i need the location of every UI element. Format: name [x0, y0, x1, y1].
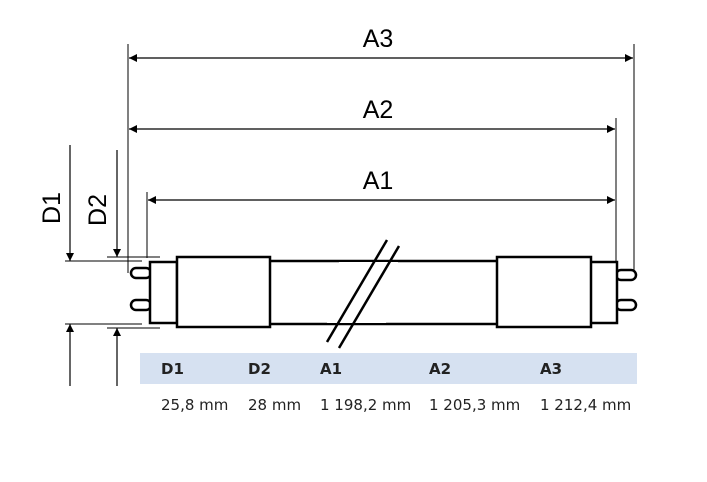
a3-label: A3: [363, 25, 394, 53]
a2-label: A2: [363, 96, 394, 124]
value-d2: 28 mm: [248, 396, 301, 414]
right-pin-bottom: [614, 298, 638, 312]
a1-label: A1: [363, 167, 394, 195]
right-pin-top: [614, 268, 638, 282]
left-end-cap: [148, 260, 179, 325]
header-a2: A2: [429, 360, 451, 378]
d1-label: D1: [38, 192, 66, 224]
value-a3: 1 212,4 mm: [540, 396, 631, 414]
left-pin-bottom: [129, 298, 153, 312]
dimension-table: D1 D2 A1 A2 A3 25,8 mm 28 mm 1 198,2 mm …: [161, 360, 631, 414]
header-d2: D2: [248, 360, 271, 378]
table-header-band: [140, 353, 637, 384]
extension-lines: [65, 44, 635, 329]
header-d1: D1: [161, 360, 184, 378]
dimension-lines: [66, 54, 633, 386]
header-a1: A1: [320, 360, 342, 378]
left-pin-top: [129, 266, 153, 280]
value-d1: 25,8 mm: [161, 396, 228, 414]
right-sleeve: [495, 255, 593, 329]
value-a1: 1 198,2 mm: [320, 396, 411, 414]
break-symbol: [325, 239, 401, 349]
d2-label: D2: [84, 194, 112, 226]
left-sleeve: [175, 255, 272, 329]
right-end-cap: [588, 260, 619, 325]
header-a3: A3: [540, 360, 562, 378]
value-a2: 1 205,3 mm: [429, 396, 520, 414]
